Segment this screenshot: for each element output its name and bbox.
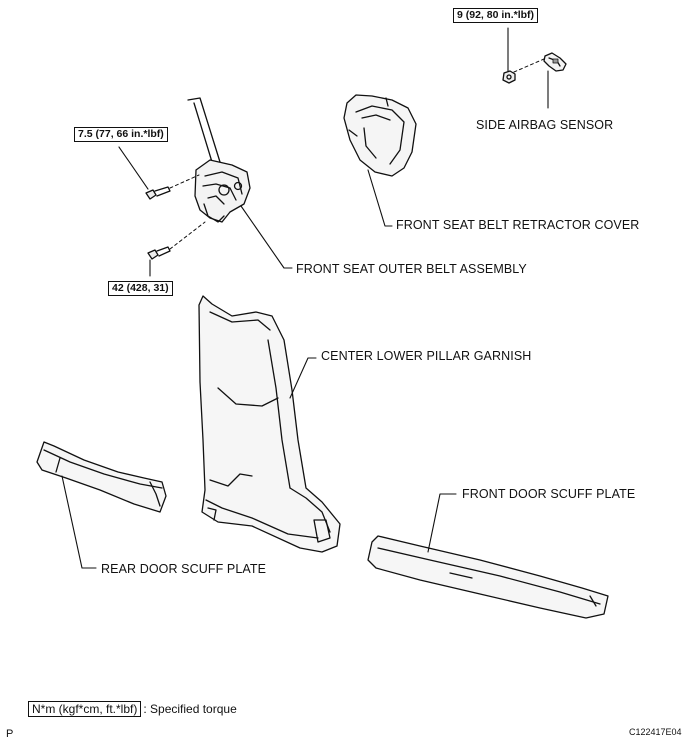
retractor-cover-leader xyxy=(367,169,393,227)
figure-code: C122417E04 xyxy=(629,727,682,737)
torque-legend: N*m (kgf*cm, ft.*lbf): Specified torque xyxy=(28,701,237,717)
front-scuff-plate-leader xyxy=(427,493,457,553)
pillar-garnish-leader xyxy=(289,357,317,399)
front-scuff-plate-label: FRONT DOOR SCUFF PLATE xyxy=(462,487,636,501)
pillar-garnish-part xyxy=(198,295,341,553)
side-airbag-sensor-label: SIDE AIRBAG SENSOR xyxy=(476,118,614,132)
upper-bolt-torque-leader xyxy=(118,146,149,190)
sensor-dash-line xyxy=(513,58,545,73)
corner-letter: P xyxy=(6,728,14,740)
belt-assembly-label: FRONT SEAT OUTER BELT ASSEMBLY xyxy=(296,262,527,276)
lower-bolt-dash-line xyxy=(169,221,206,250)
upper-bolt-dash-line xyxy=(169,174,200,189)
belt-assembly-leader xyxy=(240,205,293,269)
lower-bolt-torque: 42 (428, 31) xyxy=(108,281,173,296)
seat-belt-assembly-part xyxy=(187,97,251,223)
sensor-nut xyxy=(502,70,516,84)
rear-scuff-plate-label: REAR DOOR SCUFF PLATE xyxy=(101,562,267,576)
rear-scuff-plate-leader xyxy=(61,475,97,569)
sensor-nut-torque: 9 (92, 80 in.*lbf) xyxy=(453,8,539,23)
lower-bolt xyxy=(147,246,171,260)
rear-scuff-plate-part xyxy=(36,441,167,513)
upper-bolt-torque: 7.5 (77, 66 in.*lbf) xyxy=(74,127,168,142)
legend-box: N*m (kgf*cm, ft.*lbf) xyxy=(28,701,142,717)
front-scuff-plate-part xyxy=(367,535,609,619)
pillar-garnish-label: CENTER LOWER PILLAR GARNISH xyxy=(321,349,532,363)
side-airbag-sensor-part xyxy=(543,52,567,72)
legend-text: : Specified torque xyxy=(143,702,237,716)
retractor-cover-label: FRONT SEAT BELT RETRACTOR COVER xyxy=(396,218,640,232)
upper-bolt xyxy=(145,186,171,200)
retractor-cover-part xyxy=(343,94,417,177)
